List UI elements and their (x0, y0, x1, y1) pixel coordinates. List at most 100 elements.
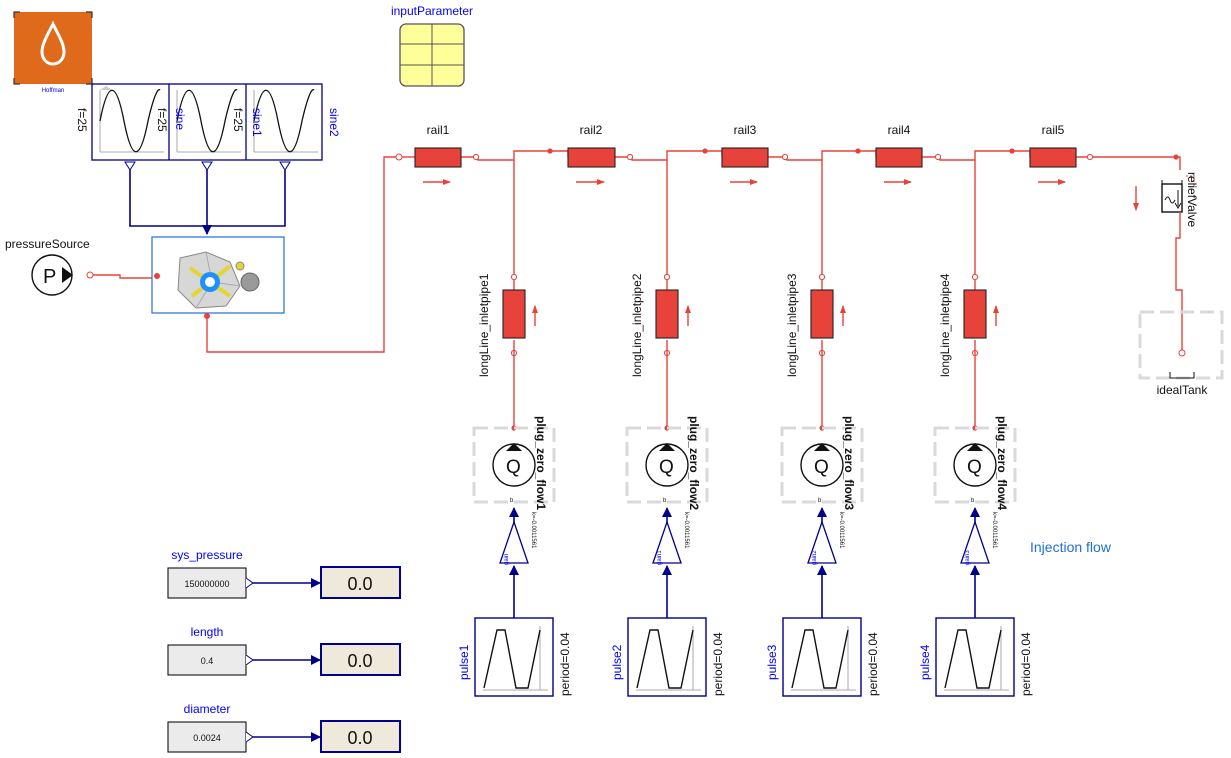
gain-k-label: k=-0.0011561 (683, 512, 689, 549)
flow-source-symbol: Q (967, 457, 982, 478)
gain-k-label: k=-0.0011561 (991, 512, 997, 549)
display-value: 0.0 (347, 574, 372, 594)
display-value: 0.0 (347, 651, 372, 671)
rail-label: rail3 (734, 123, 757, 137)
gain-label: gain1 (657, 550, 663, 565)
param-length[interactable]: length 0.4 0.0 (167, 625, 401, 676)
sine-param: f=25 (75, 108, 89, 132)
pump-block[interactable] (151, 236, 285, 319)
gain-1[interactable]: gain k=-0.0011561 (499, 512, 536, 565)
plug-label: plug_zero_flow3 (842, 416, 856, 510)
sine-wave-icon (253, 89, 315, 153)
pressure-source-label: pressureSource (5, 237, 90, 251)
param-value: 150000000 (184, 579, 229, 589)
pulse-1[interactable]: pulse1 period=0.04 (457, 617, 572, 697)
inlet-pipe-1[interactable]: longLine_inletpipe1 (477, 273, 538, 377)
sine-block-1[interactable]: f=25 sine (155, 89, 241, 153)
inlet-pipe-label: longLine_inletpipe2 (630, 273, 644, 377)
pulse-period: period=0.04 (558, 632, 572, 696)
inlet-pipe-2[interactable]: longLine_inletpipe2 (630, 273, 691, 377)
branch-1: longLine_inletpipe1 Q b plug_zero_flow1 … (457, 160, 572, 697)
pulse-3[interactable]: pulse3 period=0.04 (765, 617, 880, 697)
param-diameter[interactable]: diameter 0.0024 0.0 (167, 702, 401, 753)
flow-port-label: b (663, 498, 667, 504)
zero-flow-plug-3[interactable]: Q b plug_zero_flow3 (780, 416, 864, 510)
sine-param: f=25 (155, 108, 169, 132)
logo-caption: Hoffman (42, 88, 65, 94)
display-value: 0.0 (347, 728, 372, 748)
rail-1[interactable]: rail1 (414, 123, 462, 185)
sine-wave-icon (99, 89, 161, 153)
pressure-source[interactable]: pressureSource P (5, 237, 94, 296)
triangle-icon (659, 443, 675, 451)
rail-label: rail5 (1042, 123, 1065, 137)
triangle-icon (506, 443, 522, 451)
flow-port-label: b (510, 498, 514, 504)
relief-valve[interactable]: reliefValve (1133, 172, 1199, 227)
pulse-period: period=0.04 (1019, 632, 1033, 696)
pump-icon (177, 251, 260, 309)
inlet-pipe-3[interactable]: longLine_inletpipe3 (785, 273, 846, 377)
param-sys-pressure[interactable]: sys_pressure 150000000 0.0 (167, 548, 401, 599)
triangle-icon (814, 443, 830, 451)
gain-label: gain2 (812, 550, 818, 565)
sine-name: sine1 (250, 108, 264, 137)
flow-port-label: b (818, 498, 822, 504)
tank-icon (1169, 372, 1195, 379)
branch-4: longLine_inletpipe4 Q b plug_zero_flow4 … (918, 160, 1033, 697)
pulse-wave-icon (944, 629, 1002, 689)
sine-wave-icon (176, 89, 238, 153)
ideal-tank[interactable]: idealTank (1138, 310, 1224, 397)
gain-label: gain (504, 554, 510, 565)
injection-flow-note: Injection flow (1030, 539, 1112, 555)
rail-5[interactable]: rail5 (1029, 123, 1077, 185)
gain-label: gain3 (965, 550, 971, 565)
gain-2[interactable]: gain1 k=-0.0011561 (652, 512, 689, 565)
param-label: sys_pressure (171, 548, 243, 562)
rail-label: rail4 (888, 123, 911, 137)
rail-2[interactable]: rail2 (567, 123, 616, 185)
gain-3[interactable]: gain2 k=-0.0011561 (807, 512, 844, 565)
sine-block-0[interactable]: f=25 (75, 86, 164, 153)
pulse-wave-icon (791, 629, 849, 689)
rail-3[interactable]: rail3 (721, 123, 769, 185)
relief-valve-label: reliefValve (1185, 172, 1199, 227)
sine-block-2[interactable]: f=25 sine1 (231, 89, 318, 153)
zero-flow-plug-4[interactable]: Q b plug_zero_flow4 (933, 416, 1017, 510)
input-parameter-label: inputParameter (391, 4, 473, 18)
sine-signal-wires (129, 170, 286, 235)
rail-label: rail1 (427, 123, 450, 137)
inlet-pipe-label: longLine_inletpipe1 (477, 273, 491, 377)
pulse-4[interactable]: pulse4 period=0.04 (918, 617, 1033, 697)
pulse-label: pulse2 (610, 644, 624, 680)
pulse-wave-icon (636, 629, 694, 689)
zero-flow-plug-2[interactable]: Q b plug_zero_flow2 (625, 416, 709, 510)
sine-sources: f=25 f=25 sine f=25 sine1 sine2 (75, 83, 341, 171)
param-label: length (191, 625, 224, 639)
gain-4[interactable]: gain3 k=-0.0011561 (960, 512, 997, 565)
inlet-pipe-label: longLine_inletpipe3 (785, 273, 799, 377)
zero-flow-plug-1[interactable]: Q b plug_zero_flow1 (472, 416, 556, 510)
pulse-label: pulse1 (457, 644, 471, 680)
plug-label: plug_zero_flow4 (995, 416, 1009, 510)
pulse-wave-icon (483, 629, 541, 689)
rail-4[interactable]: rail4 (875, 123, 923, 185)
inlet-pipe-label: longLine_inletpipe4 (938, 273, 952, 377)
flow-source-symbol: Q (506, 457, 521, 478)
flow-source-symbol: Q (814, 457, 829, 478)
pulse-2[interactable]: pulse2 period=0.04 (610, 617, 725, 697)
pulse-label: pulse3 (765, 644, 779, 680)
water-drop-icon (40, 20, 66, 66)
triangle-icon (967, 443, 983, 451)
sine-name: sine2 (327, 108, 341, 137)
pulse-period: period=0.04 (866, 632, 880, 696)
pressure-symbol: P (43, 266, 56, 288)
param-value: 0.0024 (193, 733, 221, 743)
inlet-pipe-4[interactable]: longLine_inletpipe4 (938, 273, 999, 377)
sine-param: f=25 (231, 108, 245, 132)
sine-name: sine (173, 108, 187, 130)
plug-label: plug_zero_flow1 (534, 416, 548, 510)
input-parameter-block[interactable]: inputParameter (391, 4, 473, 87)
hoffman-logo[interactable]: Hoffman (13, 11, 93, 94)
